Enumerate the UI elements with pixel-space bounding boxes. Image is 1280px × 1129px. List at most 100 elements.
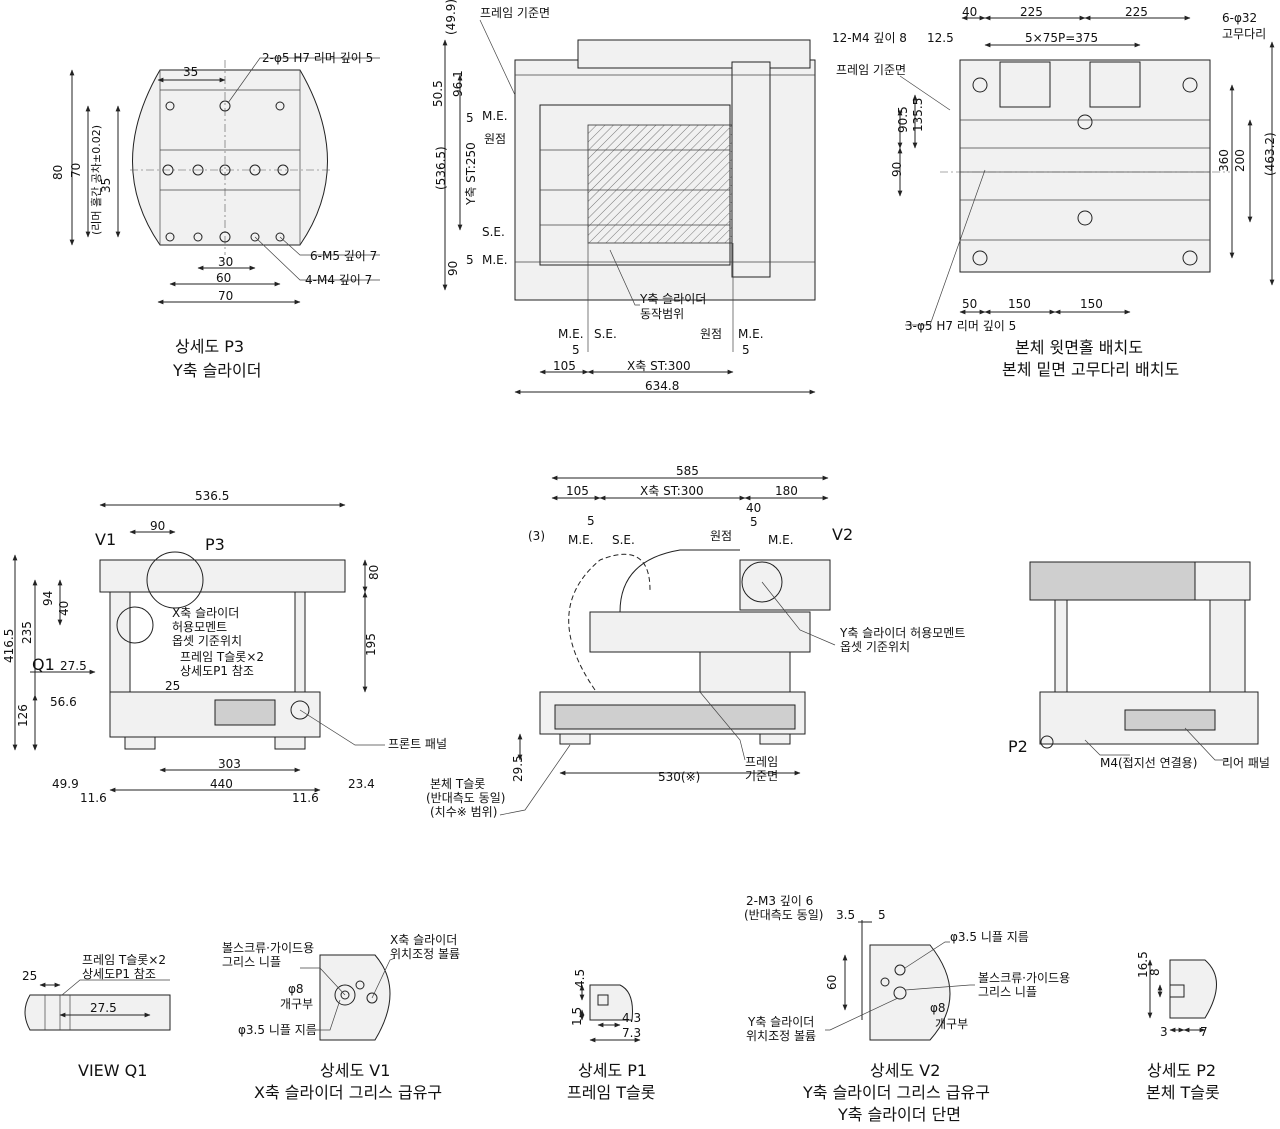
plan-d5b: 5: [466, 253, 474, 267]
p3-dim-30: 30: [218, 255, 233, 269]
plan-yst: Y축 ST:250: [464, 142, 478, 206]
plan-d536: (536.5): [434, 146, 448, 190]
p3-caption-2: Y축 슬라이더: [172, 361, 261, 380]
p3-dim-60: 60: [216, 271, 231, 285]
p3-dim-70v: 70: [69, 163, 83, 178]
top-ream: 3-φ5 H7 리머 깊이 5: [905, 319, 1016, 333]
left-d416: 416.5: [2, 629, 16, 663]
left-q1: Q1: [32, 655, 55, 674]
p2-d7: 7: [1200, 1025, 1208, 1039]
side-elevation: 585 105 X축 ST:300 180 5 40 5 (3) M.E. S.…: [426, 464, 965, 819]
v2-opening: 개구부: [935, 1017, 968, 1031]
v2-caption-3: Y축 슬라이더 단면: [837, 1105, 961, 1124]
left-d440: 440: [210, 777, 233, 791]
left-d49: 49.9: [52, 777, 79, 791]
left-d126: 126: [16, 704, 30, 727]
detail-p2: 16.5 8 3 7 상세도 P2 본체 T슬롯: [1136, 951, 1220, 1102]
left-side-view: 536.5 V1 90 P3 80 94 40 X축 슬라이더 허용모멘트 옵셋…: [2, 489, 447, 805]
top-caption-2: 본체 밑면 고무다리 배치도: [1002, 360, 1179, 379]
detail-p3: 35 2-φ5 H7 리머 깊이 5 80 70 (리머 홀간 공차±0.02)…: [51, 51, 380, 380]
plan-d5d: 5: [742, 343, 750, 357]
plan-xst: X축 ST:300: [627, 359, 691, 373]
left-d11b: 11.6: [292, 791, 319, 805]
side-se: S.E.: [612, 533, 635, 547]
q1-tslot-2: 상세도P1 참조: [82, 967, 156, 981]
p2-d8: 8: [1148, 968, 1162, 976]
top-d150b: 150: [1080, 297, 1103, 311]
rear-beam: [1029, 561, 1196, 601]
side-d585: 585: [676, 464, 699, 478]
side-d105: 105: [566, 484, 589, 498]
left-moment-2: 허용모멘트: [172, 620, 227, 634]
v1-nipple-2: 그리스 니플: [222, 955, 281, 969]
top-d360: 360: [1217, 149, 1231, 172]
left-d56: 56.6: [50, 695, 77, 709]
side-d3: (3): [528, 529, 545, 543]
top-m4: 12-M4 깊이 8: [832, 31, 907, 45]
left-moment-1: X축 슬라이더: [172, 606, 239, 620]
side-tslot-2: (반대측도 동일): [426, 791, 505, 805]
detail-v2: 2-M3 깊이 6 (반대측도 동일) 3.5 5 φ3.5 니플 지름 60 …: [744, 894, 1070, 1124]
p1-d43: 4.3: [622, 1011, 641, 1025]
rubber-feet: [972, 77, 1198, 266]
p2-caption-1: 상세도 P2: [1147, 1061, 1216, 1080]
view-q1: 프레임 T슬롯×2 상세도P1 참조 25 27.5 VIEW Q1: [22, 953, 171, 1080]
x-beam: [99, 559, 346, 593]
top-d90-5: 90.5: [896, 106, 910, 133]
top-d12: 12.5: [927, 31, 954, 45]
p3-dim-35v: 35: [99, 178, 113, 193]
p3-caption-1: 상세도 P3: [175, 337, 244, 356]
side-v2: V2: [832, 525, 853, 544]
p2-caption-2: 본체 T슬롯: [1146, 1083, 1220, 1102]
top-d225b: 225: [1125, 5, 1148, 19]
v2-phi8: φ8: [930, 1001, 946, 1015]
side-tslot-3: (치수※ 범위): [430, 805, 497, 819]
top-d225a: 225: [1020, 5, 1043, 19]
left-v1: V1: [95, 530, 116, 549]
v2-vol-2: 위치조정 볼륨: [746, 1029, 816, 1043]
plan-d5a: 5: [466, 111, 474, 125]
v1-vol-2: 위치조정 볼륨: [390, 947, 460, 961]
top-d135: 135.5: [911, 98, 925, 132]
left-p3: P3: [205, 535, 225, 554]
side-d530: 530(※): [658, 770, 700, 784]
left-d235: 235: [20, 621, 34, 644]
p3-holes: [162, 100, 289, 243]
left-d25: 25: [165, 679, 180, 693]
plan-me4: M.E.: [738, 327, 764, 341]
plan-origin1: 원점: [484, 132, 506, 146]
top-ref-face: 프레임 기준면: [836, 63, 906, 77]
side-d29: 29.5: [511, 755, 525, 782]
v2-phi35: φ3.5 니플 지름: [950, 930, 1029, 944]
plan-view: (49.9) 프레임 기준면 50.5 96.1 M.E. 5 원점 (536.…: [431, 0, 816, 395]
left-d80: 80: [367, 565, 381, 580]
v1-caption-1: 상세도 V1: [320, 1061, 390, 1080]
v1-phi8: φ8: [288, 982, 304, 996]
top-rubber-2: 고무다리: [1222, 27, 1266, 41]
p2-d3: 3: [1160, 1025, 1168, 1039]
plan-origin2: 원점: [700, 327, 722, 341]
top-d200: 200: [1233, 149, 1247, 172]
plan-d90: 90: [446, 261, 460, 276]
q1-tslot-1: 프레임 T슬롯×2: [82, 953, 166, 967]
p3-hole-top: 2-φ5 H7 리머 깊이 5: [262, 51, 373, 65]
plan-ref-face: 프레임 기준면: [480, 6, 550, 20]
v1-opening: 개구부: [280, 997, 313, 1011]
top-d90: 90: [890, 162, 904, 177]
v2-caption-2: Y축 슬라이더 그리스 급유구: [802, 1083, 990, 1102]
q1-d27: 27.5: [90, 1001, 117, 1015]
plan-yrange-1: Y축 슬라이더: [639, 292, 706, 306]
plan-d49: (49.9): [444, 0, 458, 35]
q1-caption: VIEW Q1: [78, 1061, 147, 1080]
left-moment-3: 옵셋 기준위치: [172, 634, 242, 648]
side-xst: X축 ST:300: [640, 484, 704, 498]
rear-m4: M4(접지선 연결용): [1100, 756, 1197, 770]
left-d303: 303: [218, 757, 241, 771]
plan-me3: M.E.: [558, 327, 584, 341]
top-d40: 40: [962, 5, 977, 19]
side-d5b: 5: [750, 515, 758, 529]
top-caption-1: 본체 윗면홀 배치도: [1015, 338, 1143, 357]
top-d150a: 150: [1008, 297, 1031, 311]
